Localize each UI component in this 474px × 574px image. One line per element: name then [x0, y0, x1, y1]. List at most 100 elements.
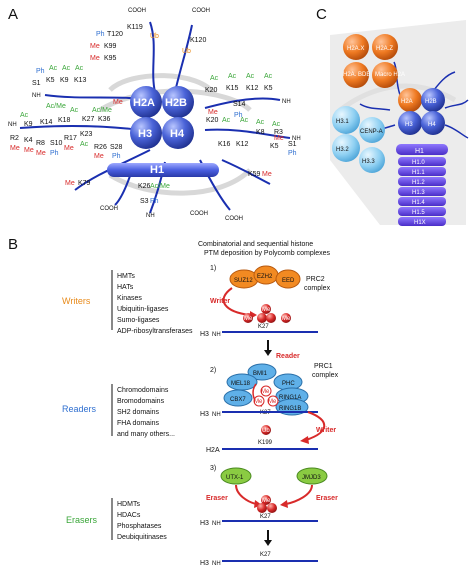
nh-label-2: NH — [212, 412, 221, 418]
h1-variant-label: H1.5 — [412, 210, 425, 216]
mark-text: K20 — [206, 117, 219, 124]
h2a-label-2: H2A — [206, 447, 220, 454]
mark-text: Ph — [234, 112, 243, 119]
mark-text: R8 — [36, 140, 45, 147]
mark-text: NH — [292, 136, 301, 142]
h3-sphere — [130, 117, 162, 149]
mark-text: Me — [10, 145, 20, 152]
mark-text: Ph — [150, 198, 159, 205]
mark-text: K12 — [236, 141, 249, 148]
writer-label-2: Writer — [316, 427, 336, 434]
mark-text: K14 — [40, 119, 53, 126]
mark-text: Ac — [222, 117, 231, 124]
eraser-label-right: Eraser — [316, 495, 338, 502]
me-mark: Me — [261, 389, 270, 395]
macroh2a-sphere — [372, 62, 398, 88]
mark-text: Me — [113, 99, 123, 106]
c-h2a-sphere — [398, 88, 422, 112]
h1-variant-label: H1.0 — [412, 160, 425, 166]
mark-text: Ph — [96, 31, 105, 38]
variant-label: H2A.X — [347, 46, 364, 52]
mark-text: Ph — [112, 153, 121, 160]
mark-text: COOH — [128, 8, 146, 14]
panel-label-c: C — [316, 6, 327, 23]
k199-label: K199 — [258, 440, 273, 446]
eraser-item: HDMTs — [117, 501, 140, 508]
prc1-label: PRC1 — [314, 363, 333, 370]
cbx7-label: CBX7 — [230, 397, 246, 403]
h2az-sphere — [372, 34, 398, 60]
k27-label-4: K27 — [260, 552, 271, 558]
mark-text: K16 — [218, 141, 231, 148]
mark-text: Ac — [228, 73, 237, 80]
mark-text: NH — [32, 93, 41, 99]
variant-label: Macro H2A — [375, 72, 405, 78]
eed-label: EED — [282, 278, 295, 284]
me-mark: Me — [282, 316, 291, 322]
prc2-complex-label: complex — [304, 285, 331, 292]
mark-text: COOH — [190, 211, 208, 217]
mark-text: Me — [262, 171, 272, 178]
h1-variant-label: H1.2 — [412, 180, 425, 186]
mark-text: Ac — [210, 75, 219, 82]
h2a-label: H2A — [133, 97, 155, 109]
mark-text: K18 — [58, 117, 71, 124]
mark-text: Ac — [70, 107, 79, 114]
mark-text: Ac — [62, 65, 71, 72]
k27-label-1: K27 — [258, 324, 269, 330]
core-label: H2A — [401, 99, 413, 105]
mark-text: S10 — [50, 140, 63, 147]
h33-sphere — [359, 147, 385, 173]
h3-label-3: H3 — [200, 520, 209, 527]
reader-item: FHA domains — [117, 420, 160, 427]
erasers-label: Erasers — [66, 515, 98, 525]
prc1-complex-label: complex — [312, 372, 339, 379]
mark-text: Ac/Me — [92, 107, 112, 114]
mark-text: COOH — [225, 216, 243, 222]
me-mark: Me — [262, 498, 271, 504]
mark-text: NH — [146, 213, 155, 219]
h1-variant-label: H1X — [414, 220, 426, 226]
jmjd3-label: JMJD3 — [302, 475, 321, 481]
ub-mark: Ub — [262, 428, 270, 434]
mark-text: Me — [90, 55, 100, 62]
h3-variant-label: CENP-A — [360, 129, 383, 135]
panel-c: H2A.X H2A.Z H2A. BDB Macro H2A H3.1 CENP… — [330, 20, 469, 226]
mark-text: K15 — [226, 85, 239, 92]
h4-label: H4 — [170, 128, 185, 140]
ring1b-label: RING1B — [279, 406, 301, 412]
mark-text: K79 — [78, 180, 91, 187]
h1-variant-label: H1.1 — [412, 170, 425, 176]
mark-text: Ac — [49, 65, 58, 72]
mark-text: K9 — [60, 77, 69, 84]
c-h4-sphere — [421, 111, 445, 135]
nh-label-4: NH — [212, 561, 221, 567]
variant-label: H2A.Z — [376, 46, 393, 52]
mark-text: K59 — [248, 171, 261, 178]
mark-text: Me — [36, 150, 46, 157]
panel-label-a: A — [8, 6, 18, 23]
writers-label: Writers — [62, 296, 91, 306]
step-3: 3) UTX-1 JMJD3 Eraser Eraser Me K27 H3 N… — [200, 465, 338, 567]
h2abdb-sphere — [343, 62, 369, 88]
writer-item: HATs — [117, 284, 134, 291]
eraser-label-left: Eraser — [206, 495, 228, 502]
h1-label: H1 — [150, 164, 164, 176]
mark-text: K4 — [24, 137, 33, 144]
h2a-sphere — [130, 86, 162, 118]
mark-text: R17 — [64, 135, 77, 142]
mark-text: K5 — [270, 143, 279, 150]
mark-text: K20 — [205, 87, 218, 94]
core-label: H4 — [428, 122, 436, 128]
mark-text: Ph — [50, 150, 59, 157]
mark-text: COOH — [192, 8, 210, 14]
me-mark: Me — [244, 316, 253, 322]
ring1a-label: RING1A — [279, 395, 301, 401]
mark-text: S28 — [110, 144, 123, 151]
mark-text: Ac — [20, 112, 29, 119]
core-label: H2B — [425, 99, 437, 105]
h1-variant-label: H1.3 — [412, 190, 425, 196]
h3-label-2: H3 — [200, 411, 209, 418]
k27-label-3: K27 — [260, 514, 271, 520]
mark-text: K5 — [264, 85, 273, 92]
